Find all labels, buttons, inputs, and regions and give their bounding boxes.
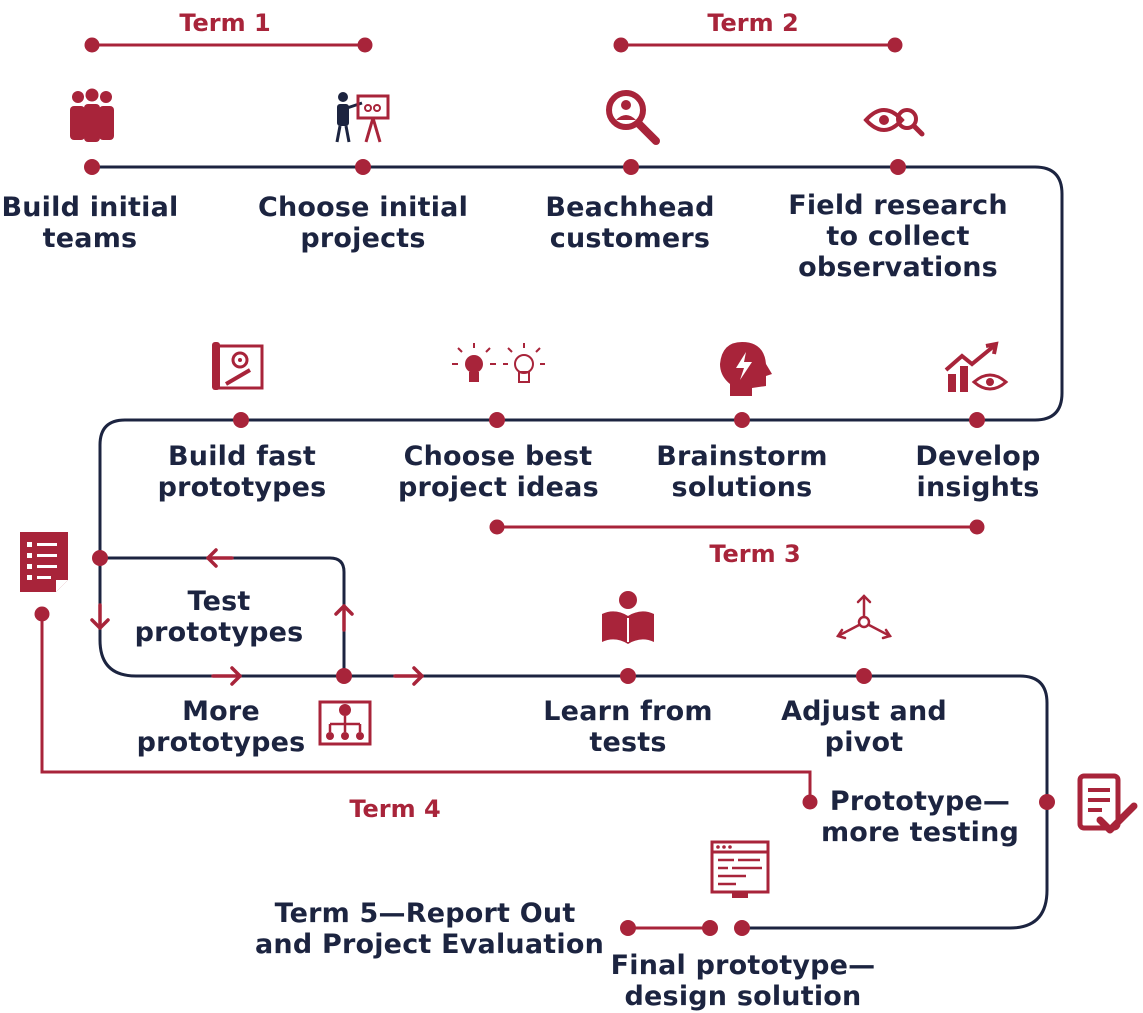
step-adjust: Adjust and pivot bbox=[770, 696, 958, 758]
node-choose-ideas bbox=[489, 412, 505, 428]
eye-magnifier-icon bbox=[863, 108, 925, 137]
step-label-line: projects bbox=[300, 223, 426, 254]
step-final-prototype: Final prototype— design solution bbox=[608, 950, 878, 1012]
step-label-line: Build initial bbox=[1, 192, 179, 223]
chart-eye-icon bbox=[944, 341, 1009, 392]
step-label-line: Build fast bbox=[168, 441, 316, 472]
lightbulb-icon bbox=[452, 343, 545, 383]
term5-line1: Term 5—Report Out bbox=[274, 898, 576, 929]
step-label-line: customers bbox=[549, 223, 711, 254]
step-label-line: design solution bbox=[624, 981, 862, 1012]
step-label-line: project ideas bbox=[398, 472, 599, 503]
term4-start-dot bbox=[34, 606, 50, 622]
step-label-line: Adjust and bbox=[781, 696, 947, 727]
blueprint-icon bbox=[212, 342, 264, 390]
presentation-icon bbox=[335, 92, 390, 143]
node-choose-projects bbox=[355, 159, 371, 175]
term4-path bbox=[40, 614, 812, 802]
step-label-line: observations bbox=[798, 252, 998, 283]
document-check-icon bbox=[1077, 773, 1138, 834]
node-adjust bbox=[856, 668, 872, 684]
step-label-line: prototypes bbox=[136, 727, 306, 758]
node-brainstorm bbox=[734, 412, 750, 428]
step-label-line: solutions bbox=[671, 472, 813, 503]
node-term5 bbox=[620, 920, 636, 936]
head-bolt-icon bbox=[720, 342, 772, 396]
step-prototype-testing: Prototype— more testing bbox=[820, 786, 1020, 848]
step-choose-ideas: Choose best project ideas bbox=[398, 441, 599, 503]
step-label-line: Beachhead bbox=[545, 192, 715, 223]
step-label-line: Brainstorm bbox=[656, 441, 828, 472]
code-window-icon bbox=[710, 840, 770, 898]
node-final-b bbox=[702, 920, 718, 936]
term4-end-dot bbox=[802, 794, 818, 810]
team-icon bbox=[70, 88, 114, 142]
term2-bracket bbox=[613, 37, 903, 53]
term2-label: Term 2 bbox=[707, 9, 799, 37]
arrow-right-icon bbox=[211, 666, 242, 686]
node-test bbox=[92, 550, 108, 566]
step-label-line: Choose best bbox=[403, 441, 593, 472]
step-test-prototypes: Test prototypes bbox=[126, 586, 312, 648]
node-learn bbox=[620, 668, 636, 684]
step-learn: Learn from tests bbox=[536, 696, 720, 758]
arrow-left-icon bbox=[206, 548, 234, 568]
flow-nodes bbox=[84, 159, 1055, 936]
step-label-line: tests bbox=[589, 727, 667, 758]
flow-row1 bbox=[92, 165, 1064, 930]
node-final-a bbox=[734, 920, 750, 936]
step-label-line: insights bbox=[916, 472, 1040, 503]
node-more-prototypes bbox=[336, 668, 352, 684]
search-person-icon bbox=[606, 90, 660, 145]
arrow-up-icon bbox=[334, 604, 354, 632]
step-build-teams: Build initial teams bbox=[0, 192, 180, 254]
term5-line2: and Project Evaluation bbox=[255, 929, 604, 960]
step-label-line: Develop bbox=[915, 441, 1041, 472]
node-beachhead bbox=[623, 159, 639, 175]
node-build-prototypes bbox=[233, 412, 249, 428]
step-field-research: Field research to collect observations bbox=[788, 190, 1008, 283]
step-label-line: pivot bbox=[824, 727, 904, 758]
term1-bracket bbox=[84, 37, 373, 53]
test-loop bbox=[100, 556, 346, 676]
arrow-right-icon bbox=[393, 666, 424, 686]
step-label-line: Final prototype— bbox=[610, 950, 876, 981]
step-label-line: Choose initial bbox=[257, 192, 469, 223]
step-label-line: More bbox=[182, 696, 260, 727]
step-label-line: Learn from bbox=[543, 696, 713, 727]
arrow-down-icon bbox=[90, 603, 110, 630]
step-label-line: Field research bbox=[788, 190, 1008, 221]
step-build-prototypes: Build fast prototypes bbox=[150, 441, 334, 503]
step-beachhead: Beachhead customers bbox=[530, 192, 730, 254]
step-label-line: Prototype— bbox=[829, 786, 1011, 817]
step-insights: Develop insights bbox=[900, 441, 1056, 503]
step-choose-projects: Choose initial projects bbox=[252, 192, 474, 254]
step-label-line: to collect bbox=[826, 221, 970, 252]
step-label-line: prototypes bbox=[134, 617, 304, 648]
node-field-research bbox=[890, 159, 906, 175]
term3-label: Term 3 bbox=[709, 540, 801, 568]
term5-label: Term 5—Report Out and Project Evaluation bbox=[255, 898, 604, 960]
step-label-line: more testing bbox=[820, 817, 1020, 848]
step-label-line: Test bbox=[187, 586, 251, 617]
node-prototype-testing bbox=[1039, 794, 1055, 810]
checklist-icon bbox=[20, 532, 68, 592]
reader-book-icon bbox=[602, 591, 654, 644]
term4-label: Term 4 bbox=[349, 795, 441, 823]
step-more-prototypes: More prototypes bbox=[126, 696, 316, 758]
flowchart-icon bbox=[318, 700, 372, 746]
node-build-teams bbox=[84, 159, 100, 175]
flow-arrows bbox=[90, 548, 424, 686]
term1-label: Term 1 bbox=[179, 9, 271, 37]
pivot-arrows-icon bbox=[836, 594, 892, 640]
step-label-line: prototypes bbox=[157, 472, 327, 503]
step-label-line: teams bbox=[42, 223, 138, 254]
term3-bracket bbox=[489, 519, 985, 535]
step-brainstorm: Brainstorm solutions bbox=[648, 441, 836, 503]
node-insights bbox=[969, 412, 985, 428]
